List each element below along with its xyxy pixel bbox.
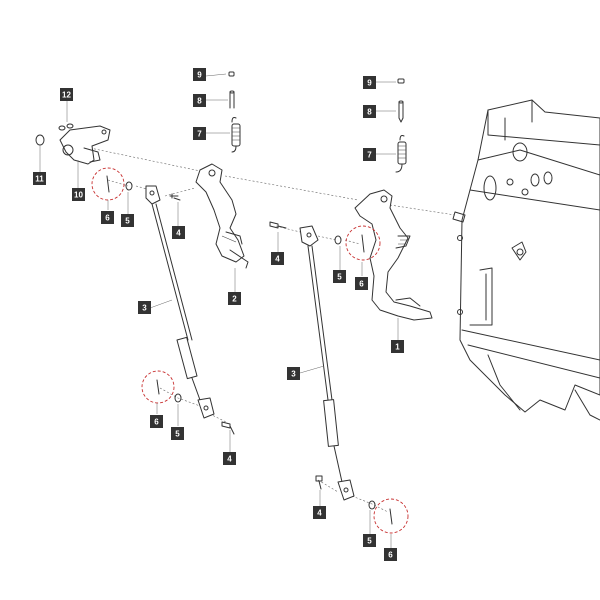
callout-7-a: 7	[193, 127, 206, 140]
callout-label: 8	[367, 108, 372, 117]
callout-8-b: 8	[363, 105, 376, 118]
callout-label: 6	[154, 418, 159, 427]
callout-5-d: 5	[363, 534, 376, 547]
callout-4-c: 4	[271, 252, 284, 265]
bolt-part-4	[169, 193, 323, 490]
callout-8-a: 8	[193, 94, 206, 107]
callout-2: 2	[228, 292, 241, 305]
callout-1: 1	[391, 340, 404, 353]
nut-part-12	[58, 123, 74, 131]
callout-5-c: 5	[333, 270, 346, 283]
callout-4-b: 4	[223, 452, 236, 465]
callout-label: 3	[142, 304, 147, 313]
callout-label: 4	[176, 229, 181, 238]
callout-5-b: 5	[171, 427, 184, 440]
leader-lines	[39, 73, 399, 548]
axis-lines	[89, 147, 456, 513]
callout-5-a: 5	[121, 214, 134, 227]
callout-label: 10	[74, 191, 83, 200]
callout-label: 4	[275, 255, 280, 264]
callout-label: 2	[232, 295, 237, 304]
pedal-part-1	[354, 189, 433, 321]
callout-3-b: 3	[287, 367, 300, 380]
callout-label: 6	[359, 280, 364, 289]
spring-assembly-right	[395, 78, 407, 173]
callout-label: 5	[175, 430, 180, 439]
callout-label: 3	[291, 370, 296, 379]
callout-label: 8	[197, 97, 202, 106]
cotter-pin-part-6	[91, 167, 409, 534]
callout-label: 12	[62, 91, 71, 100]
ring-part-11	[35, 134, 45, 146]
callout-label: 9	[367, 79, 372, 88]
callout-6-d: 6	[384, 548, 397, 561]
callout-label: 1	[395, 343, 400, 352]
callout-label: 5	[125, 217, 130, 226]
callout-6-c: 6	[355, 277, 368, 290]
callout-12: 12	[60, 88, 73, 101]
callout-11: 11	[33, 172, 46, 185]
callout-label: 7	[367, 151, 372, 160]
washer-part-5	[125, 181, 376, 510]
callout-4-d: 4	[313, 506, 326, 519]
callout-10: 10	[72, 188, 85, 201]
rod-part-3-right	[299, 225, 355, 501]
callout-3-a: 3	[138, 301, 151, 314]
callout-4-a: 4	[172, 226, 185, 239]
callout-label: 9	[197, 71, 202, 80]
callout-9-a: 9	[193, 68, 206, 81]
callout-6-b: 6	[150, 415, 163, 428]
rod-part-3-left	[145, 185, 215, 419]
callout-9-b: 9	[363, 76, 376, 89]
callout-label: 6	[105, 214, 110, 223]
spring-assembly-left	[228, 71, 241, 153]
bracket-part-10	[59, 125, 111, 165]
callout-label: 4	[317, 509, 322, 518]
callout-6-a: 6	[101, 211, 114, 224]
callout-label: 6	[388, 551, 393, 560]
callout-label: 11	[35, 175, 44, 184]
callout-label: 4	[227, 455, 232, 464]
callout-7-b: 7	[363, 148, 376, 161]
pedal-part-2	[195, 163, 249, 269]
callout-label: 5	[337, 273, 342, 282]
callout-label: 7	[197, 130, 202, 139]
frame-assembly	[452, 99, 600, 421]
callout-label: 5	[367, 537, 372, 546]
